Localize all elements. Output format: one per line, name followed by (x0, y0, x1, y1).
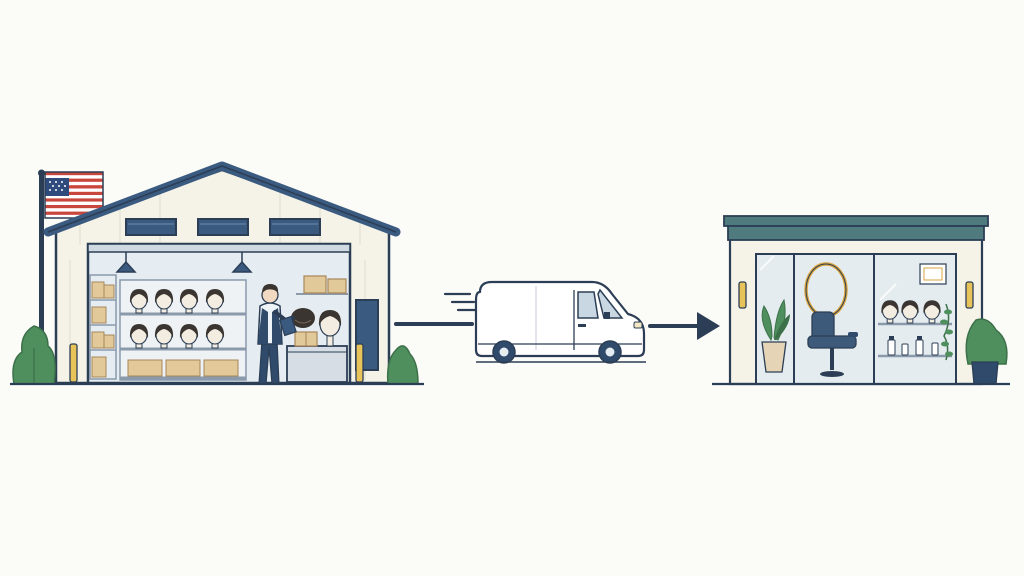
cardboard-box-icon (91, 356, 107, 378)
wig-mannequin-icon (318, 310, 342, 347)
cardboard-box-icon (91, 306, 107, 324)
cardboard-box-icon (91, 281, 105, 299)
shrub-right (386, 345, 419, 385)
cardboard-box-icon (91, 331, 105, 349)
warehouse-icon (12, 161, 419, 385)
potted-plant-icon (761, 298, 790, 373)
cardboard-box-icon (103, 334, 115, 349)
box-shelf (89, 274, 117, 380)
delivery-van-icon (474, 280, 646, 364)
wig-mannequin-icon (129, 324, 149, 349)
wig-mannequin-icon (129, 289, 149, 314)
packing-counter (286, 308, 348, 383)
shipping-flow (394, 280, 720, 364)
wig-mannequin-icon (154, 289, 174, 314)
worker-with-clipboard-icon (257, 284, 297, 385)
outdoor-plant (965, 318, 1008, 385)
wig-mannequin-icon (205, 289, 225, 314)
box-shelf-right (296, 275, 348, 295)
cardboard-box-icon (103, 284, 115, 299)
wig-display-shelf (878, 300, 952, 358)
wig-mannequin-icon (154, 324, 174, 349)
ceiling-lamp (115, 252, 253, 273)
shrub-left (12, 325, 56, 385)
wig-mannequin-icon (901, 300, 919, 324)
mirror-icon (804, 262, 848, 318)
wig-mannequin-icon (179, 289, 199, 314)
wig-mannequin-icon (923, 300, 941, 324)
wig-shelf (119, 279, 247, 381)
salon-storefront-icon (723, 215, 1008, 386)
arrow-right-icon (648, 312, 720, 340)
wig-mannequin-icon (205, 324, 225, 349)
salon-chair-icon (807, 311, 858, 377)
hanging-plant (940, 303, 953, 361)
wig-mannequin-icon (881, 300, 899, 324)
wig-mannequin-icon (179, 324, 199, 349)
